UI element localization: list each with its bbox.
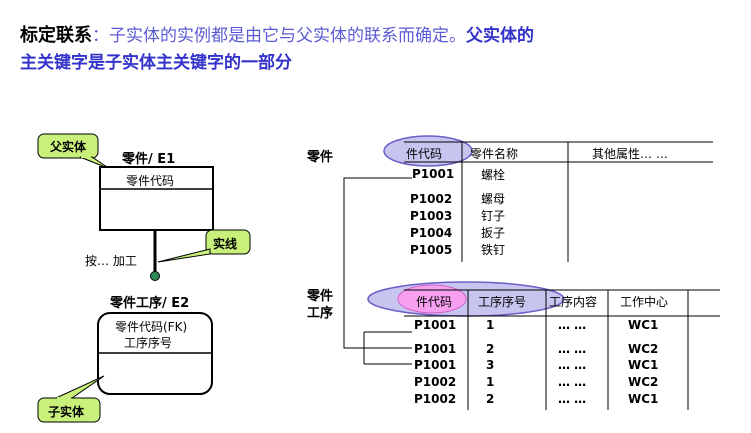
table-row: 2 bbox=[486, 392, 495, 406]
table-row: … … bbox=[558, 392, 587, 406]
table-row: 1 bbox=[486, 318, 495, 332]
table-row: P1002 bbox=[414, 375, 457, 389]
heading-title: 标定联系 bbox=[20, 25, 92, 46]
table-row: 扳子 bbox=[481, 226, 506, 240]
table-row: 铁钉 bbox=[481, 243, 506, 257]
entity-e1-title: 零件/ E1 bbox=[122, 152, 176, 167]
heading-colon: ： bbox=[92, 26, 109, 46]
process-table-grid bbox=[404, 289, 720, 410]
solid-line-callout-label: 实线 bbox=[213, 237, 238, 251]
entity-e1-key: 零件代码 bbox=[126, 174, 175, 188]
process-table-label-1: 零件 bbox=[307, 289, 334, 304]
inherited-key-highlight bbox=[397, 284, 467, 314]
parts-table-label: 零件 bbox=[307, 150, 334, 165]
table-row: P1001 bbox=[412, 167, 455, 181]
table-row: … … bbox=[558, 375, 587, 389]
solid-line-callout bbox=[157, 229, 251, 263]
table-row: WC1 bbox=[628, 392, 659, 406]
process-header-seq: 工序序号 bbox=[478, 295, 527, 309]
cardinality-dot bbox=[150, 271, 160, 281]
table-row: 2 bbox=[486, 342, 495, 356]
table-row: 3 bbox=[486, 358, 495, 372]
table-row: 钉子 bbox=[481, 209, 506, 223]
table-row: P1002 bbox=[414, 392, 457, 406]
table-row: 1 bbox=[486, 375, 495, 389]
heading-line-2: 主关键字是子实体主关键字的一部分 bbox=[20, 50, 534, 77]
heading-line-1: 标定联系：子实体的实例都是由它与父实体的联系而确定。父实体的 bbox=[20, 22, 534, 50]
child-callout-label: 子实体 bbox=[48, 405, 85, 419]
table-row: 螺母 bbox=[481, 192, 506, 206]
entity-e2-box bbox=[97, 312, 213, 395]
parts-header-name: 零件名称 bbox=[470, 147, 519, 161]
table-row: WC2 bbox=[628, 375, 659, 389]
parts-table-grid bbox=[404, 141, 713, 262]
heading: 标定联系：子实体的实例都是由它与父实体的联系而确定。父实体的 主关键字是子实体主… bbox=[20, 22, 534, 77]
table-row: P1001 bbox=[414, 318, 457, 332]
table-row: … … bbox=[558, 318, 587, 332]
table-row: P1005 bbox=[410, 243, 453, 257]
heading-emphasis-2: 主关键字是子实体主关键字的一部分 bbox=[20, 53, 292, 73]
table-connectors bbox=[343, 177, 412, 365]
table-row: … … bbox=[558, 342, 587, 356]
entity-e2-key-1: 零件代码(FK) bbox=[115, 320, 188, 334]
relationship-label: 按… 加工 bbox=[85, 254, 137, 268]
table-row: … … bbox=[558, 358, 587, 372]
parts-header-other: 其他属性… … bbox=[592, 147, 668, 161]
table-row: P1002 bbox=[410, 192, 453, 206]
table-row: P1003 bbox=[410, 209, 453, 223]
entity-e2-title: 零件工序/ E2 bbox=[110, 296, 190, 311]
table-row: P1001 bbox=[414, 342, 457, 356]
table-row: P1004 bbox=[410, 226, 453, 240]
parent-callout-label: 父实体 bbox=[50, 140, 87, 154]
entity-e1-box bbox=[99, 166, 214, 231]
table-row: P1001 bbox=[414, 358, 457, 372]
heading-emphasis-1: 父实体的 bbox=[466, 26, 534, 46]
process-header-content: 工序内容 bbox=[549, 295, 598, 309]
table-row: WC1 bbox=[628, 358, 659, 372]
table-row: WC1 bbox=[628, 318, 659, 332]
table-row: WC2 bbox=[628, 342, 659, 356]
parts-key-ellipse bbox=[383, 135, 473, 167]
child-callout bbox=[37, 375, 105, 423]
entity-e2-key-2: 工序序号 bbox=[124, 336, 173, 350]
parts-header-key: 件代码 bbox=[406, 147, 443, 161]
heading-description: 子实体的实例都是由它与父实体的联系而确定。 bbox=[109, 26, 466, 46]
process-header-center: 工作中心 bbox=[620, 295, 669, 309]
process-header-key: 件代码 bbox=[416, 295, 453, 309]
table-row: 螺栓 bbox=[481, 168, 506, 182]
parent-callout bbox=[37, 133, 111, 170]
process-table-label-2: 工序 bbox=[307, 306, 334, 321]
